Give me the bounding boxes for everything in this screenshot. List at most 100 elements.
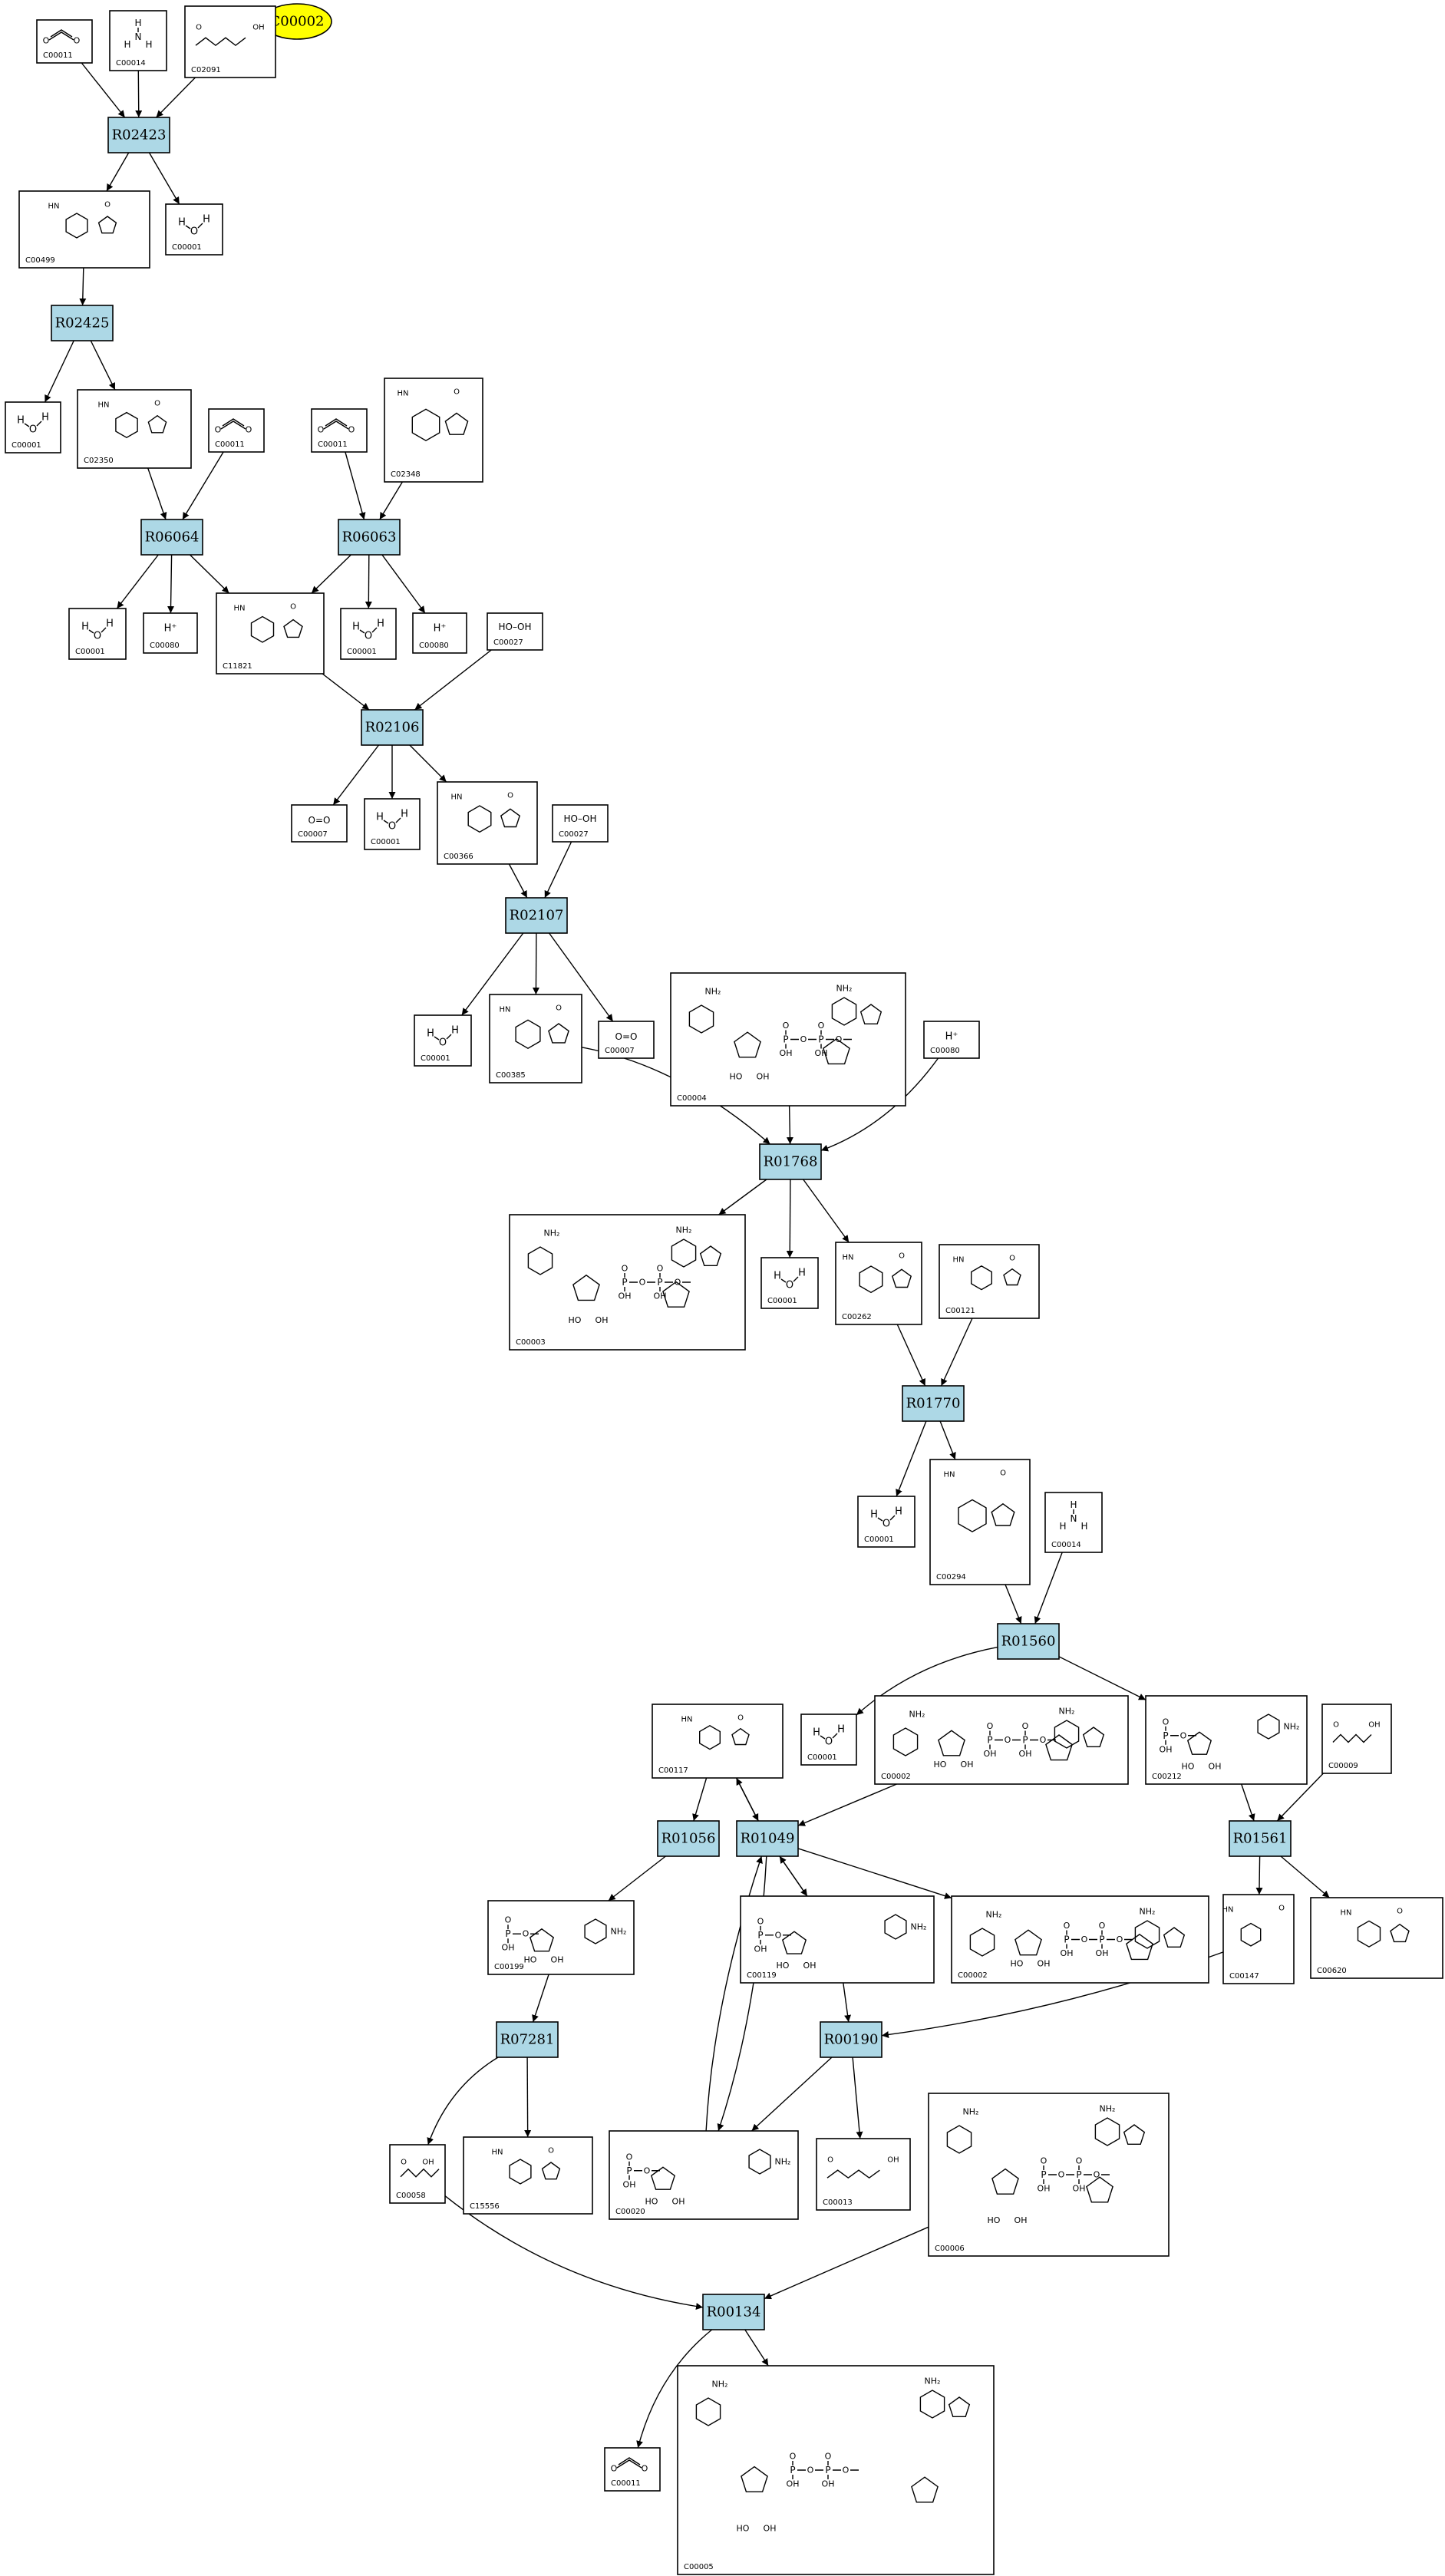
structure-drawing: HOH: [774, 1268, 806, 1291]
atom-label: HO: [988, 2215, 1001, 2225]
compound-label: C00366: [444, 853, 473, 861]
reaction-r02425[interactable]: R02425: [51, 305, 114, 341]
compound-label: C00009: [1328, 1762, 1358, 1770]
atom-label: HN: [843, 1254, 854, 1262]
reaction-r00134[interactable]: R00134: [702, 2294, 765, 2330]
reaction-r06064[interactable]: R06064: [140, 519, 203, 556]
reaction-r01056[interactable]: R01056: [657, 1820, 720, 1857]
atom-label: O: [74, 36, 81, 46]
reaction-r01768[interactable]: R01768: [759, 1143, 822, 1180]
atom-label: O: [783, 1021, 790, 1031]
atom-label: O: [1333, 1721, 1339, 1730]
reaction-r01560[interactable]: R01560: [997, 1623, 1060, 1660]
edge-R00190-to-c46: [852, 2057, 863, 2139]
reaction-r07281[interactable]: R07281: [496, 2021, 559, 2058]
compound-label: C00001: [767, 1297, 797, 1305]
molecule-bond: [185, 223, 203, 229]
atom-label: NH₂: [1059, 1707, 1075, 1717]
compound-c00080[interactable]: H⁺C00080: [923, 1021, 980, 1059]
edge-c8-to-R06064: [182, 451, 224, 520]
compound-label: C00001: [75, 648, 105, 656]
reaction-r01049[interactable]: R01049: [736, 1820, 799, 1857]
reaction-r06063[interactable]: R06063: [338, 519, 401, 556]
atom-label: H: [798, 1268, 806, 1279]
compound-c00009[interactable]: OH O C00009: [1321, 1704, 1392, 1774]
atom-label: H: [870, 1509, 878, 1521]
compound-c00001[interactable]: HOH C00001: [760, 1257, 819, 1309]
atom-label: O: [1076, 2156, 1083, 2166]
atom-label: HN: [234, 605, 246, 613]
compound-c00080[interactable]: H⁺C00080: [143, 612, 198, 654]
atom-label: H: [145, 39, 152, 50]
atom-label: O: [401, 2158, 407, 2166]
structure-drawing: H⁺: [434, 623, 447, 635]
reaction-r02107[interactable]: R02107: [505, 897, 568, 934]
atom-label: O: [246, 425, 252, 435]
reaction-r00190[interactable]: R00190: [820, 2021, 883, 2058]
atom-label: O: [675, 1278, 681, 1288]
reaction-r02423[interactable]: R02423: [107, 117, 170, 153]
reaction-r01561[interactable]: R01561: [1229, 1820, 1292, 1857]
ring-bond: [1134, 1920, 1160, 1949]
atom-label: H: [401, 809, 408, 820]
molecule-bond: [88, 627, 107, 634]
atom-label: O: [657, 1264, 664, 1274]
atom-label: HO: [569, 1315, 582, 1325]
ring-bond: [662, 1281, 690, 1308]
edge-R06063-to-c15: [381, 554, 426, 614]
reaction-r01770[interactable]: R01770: [902, 1385, 965, 1422]
reaction-r02106[interactable]: R02106: [361, 709, 424, 746]
compound-c00080[interactable]: H⁺C00080: [412, 612, 467, 654]
atom-label: O: [215, 425, 222, 435]
edge-R00134-to-c49: [744, 2329, 769, 2367]
atom-label: OH: [1368, 1721, 1380, 1730]
ring-bond: [1082, 1727, 1105, 1748]
